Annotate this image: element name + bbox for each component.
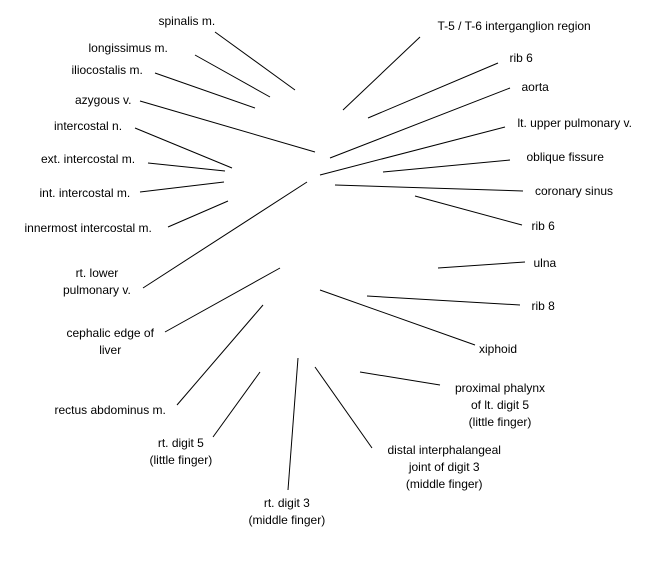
leader-line-xiphoid [319,289,476,346]
label-innermost-intercostal: innermost intercostal m. [25,220,152,237]
label-rt-lower-pulmonary: rt. lower pulmonary v. [63,265,131,299]
label-rt-digit-3: rt. digit 3 (middle finger) [249,495,326,529]
label-azygous: azygous v. [75,92,131,109]
leader-line-proximal-phalynx [359,371,441,386]
label-distal-interphalangeal: distal interphalangeal joint of digit 3 (m… [388,442,501,493]
leader-line-distal-interphalangeal [314,366,373,449]
label-text: proximal phalynx [455,381,546,395]
leader-line-rt-digit-5 [212,371,261,438]
label-rectus-abdominus: rectus abdominus m. [55,402,166,419]
label-text: T-5 / T-6 interganglion region [437,19,591,33]
leader-line-cephalic-edge-liver [164,267,281,333]
leader-line-longissimus [194,54,271,98]
label-spinalis: spinalis m. [159,13,216,30]
label-text: distal interphalangeal [387,443,501,457]
label-ulna: ulna [534,255,557,272]
label-text: pulmonary v. [63,283,131,297]
label-iliocostalis: iliocostalis m. [72,62,143,79]
label-text: oblique fissure [526,150,604,164]
label-text: int. intercostal m. [39,186,131,200]
label-text: rectus abdominus m. [54,403,166,417]
leader-line-intercostal-n [134,127,233,169]
label-text: liver [99,343,122,357]
leader-line-ulna [437,261,526,269]
label-text: intercostal n. [54,119,123,133]
leader-line-azygous [139,100,316,153]
label-text: ulna [533,256,557,270]
label-text: rib 8 [531,299,555,313]
label-text: spinalis m. [158,14,216,28]
label-rib-6-lower: rib 6 [532,218,555,235]
label-intercostal-n: intercostal n. [54,118,122,135]
leader-line-iliocostalis [154,72,256,109]
label-xiphoid: xiphoid [479,341,517,358]
leader-line-rib-6-lower [414,195,523,226]
label-cephalic-edge-liver: cephalic edge of liver [67,325,154,359]
leader-line-rt-digit-3 [287,357,299,491]
label-text: (little finger) [149,453,213,467]
leader-line-aorta [329,87,511,159]
label-rt-digit-5: rt. digit 5 (little finger) [150,435,213,469]
label-lt-upper-pulmonary: lt. upper pulmonary v. [518,115,633,132]
label-int-intercostal: int. intercostal m. [40,185,131,202]
label-rib-8: rib 8 [532,298,555,315]
leader-line-int-intercostal [139,181,225,193]
label-text: iliocostalis m. [71,63,143,77]
label-rib-6-upper: rib 6 [510,50,533,67]
leader-line-rib-8 [366,295,521,306]
label-text: (middle finger) [405,477,483,491]
label-text: ext. intercostal m. [41,152,136,166]
leader-line-rt-lower-pulmonary [142,181,308,289]
label-text: xiphoid [479,342,518,356]
label-text: rt. digit 5 [157,436,204,450]
label-aorta: aorta [522,79,549,96]
label-text: of lt. digit 5 [471,398,530,412]
leader-line-rectus-abdominus [176,304,264,406]
label-text: aorta [521,80,549,94]
label-text: rt. lower [75,266,119,280]
label-text: rt. digit 3 [263,496,310,510]
label-t5-t6: T-5 / T-6 interganglion region [438,18,591,35]
label-longissimus: longissimus m. [89,40,168,57]
leader-line-coronary-sinus [334,184,524,192]
label-ext-intercostal: ext. intercostal m. [41,151,135,168]
label-text: longissimus m. [88,41,168,55]
label-text: (middle finger) [248,513,326,527]
leader-line-lt-upper-pulmonary [319,126,506,176]
label-text: rib 6 [509,51,533,65]
leader-line-spinalis [214,31,296,91]
label-text: innermost intercostal m. [24,221,152,235]
leader-line-ext-intercostal [147,162,226,172]
label-oblique-fissure: oblique fissure [527,149,604,166]
label-text: cephalic edge of [66,326,154,340]
label-text: lt. upper pulmonary v. [517,116,633,130]
label-text: rib 6 [531,219,555,233]
label-text: (little finger) [468,415,532,429]
label-proximal-phalynx: proximal phalynx of lt. digit 5 (little fi… [455,380,545,431]
leader-line-innermost-intercostal [167,200,229,228]
leader-line-oblique-fissure [382,159,511,173]
label-text: coronary sinus [535,184,614,198]
leader-line-t5-t6 [342,36,421,111]
leader-line-rib-6-upper [367,62,499,119]
label-text: joint of digit 3 [408,460,480,474]
label-text: azygous v. [75,93,132,107]
label-coronary-sinus: coronary sinus [535,183,613,200]
